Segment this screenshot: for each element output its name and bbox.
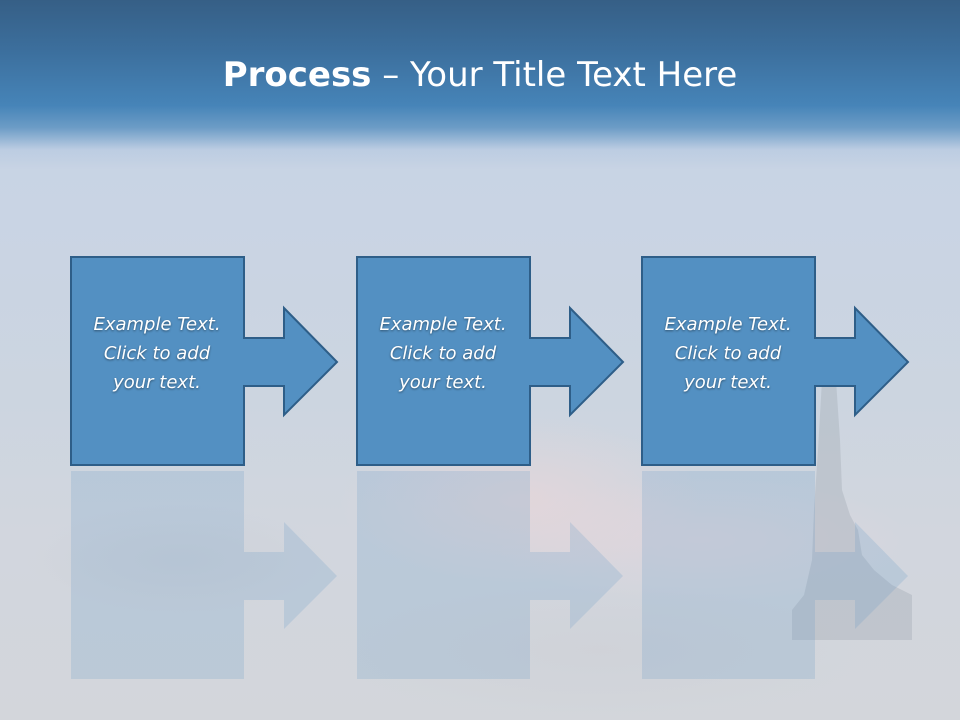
process-step-3-shape[interactable] [641, 256, 913, 468]
process-step-3-text[interactable]: Example Text. Click to add your text. [642, 310, 814, 397]
slide-title[interactable]: Process – Your Title Text Here [0, 52, 960, 98]
process-step-2-text[interactable]: Example Text. Click to add your text. [357, 310, 529, 397]
process-step-3-reflection [642, 471, 908, 679]
title-rest: – Your Title Text Here [371, 55, 738, 95]
step-3-line-2: Click to add [674, 343, 782, 364]
step-2-line-1: Example Text. [379, 314, 507, 335]
step-1-line-1: Example Text. [93, 314, 221, 335]
step-1-line-3: your text. [113, 372, 201, 393]
title-bold: Process [222, 55, 372, 95]
process-step-1-text[interactable]: Example Text. Click to add your text. [71, 310, 243, 397]
step-2-line-2: Click to add [389, 343, 497, 364]
title-band [0, 0, 960, 170]
process-step-1-reflection [71, 471, 337, 679]
process-step-1-shape[interactable] [70, 256, 342, 468]
rock-silhouette [792, 380, 912, 640]
step-2-line-3: your text. [399, 372, 487, 393]
step-3-line-3: your text. [684, 372, 772, 393]
process-step-2-shape[interactable] [356, 256, 628, 468]
step-3-line-1: Example Text. [664, 314, 792, 335]
step-1-line-2: Click to add [103, 343, 211, 364]
process-step-2-reflection [357, 471, 623, 679]
